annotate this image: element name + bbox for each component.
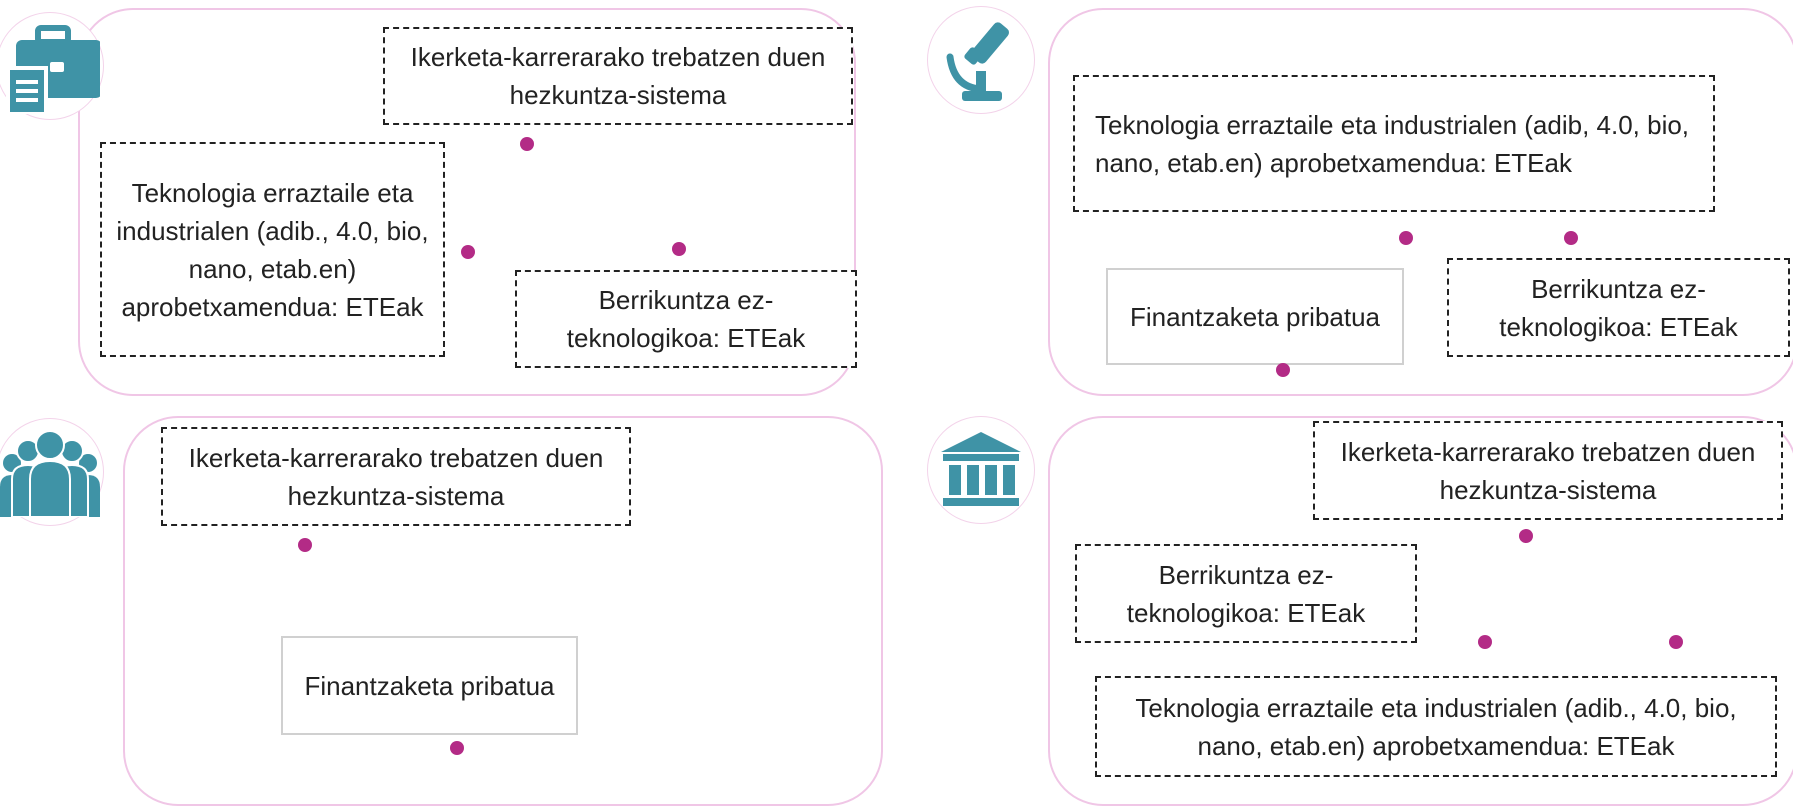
- research-private-funding-box: Finantzaketa pribatua: [1106, 268, 1404, 365]
- quadrant-government-icon-circle: [927, 416, 1035, 524]
- business-technology-box: Teknologia erraztaile eta industrialen (…: [100, 142, 445, 357]
- microscope-icon: [946, 22, 1009, 101]
- people-group-icon: [0, 430, 100, 517]
- research-innovation-box: Berrikuntza ez-teknologikoa: ETEak: [1447, 258, 1790, 357]
- quadrant-society-icon-circle: [0, 418, 104, 526]
- government-dot: [1519, 529, 1533, 543]
- research-technology-box: Teknologia erraztaile eta industrialen (…: [1073, 75, 1715, 212]
- briefcase-document-icon: [6, 25, 100, 114]
- business-dot: [461, 245, 475, 259]
- society-education-box: Ikerketa-karrerarako trebatzen duen hezk…: [161, 427, 631, 526]
- research-dot: [1564, 231, 1578, 245]
- business-dot: [672, 242, 686, 256]
- government-technology-box: Teknologia erraztaile eta industrialen (…: [1095, 676, 1777, 777]
- society-dot: [450, 741, 464, 755]
- government-dot: [1669, 635, 1683, 649]
- government-innovation-box: Berrikuntza ez-teknologikoa: ETEak: [1075, 544, 1417, 643]
- research-dot: [1399, 231, 1413, 245]
- government-dot: [1478, 635, 1492, 649]
- quadrant-research-icon-circle: [927, 6, 1035, 114]
- business-education-box: Ikerketa-karrerarako trebatzen duen hezk…: [383, 27, 853, 125]
- society-private-funding-box: Finantzaketa pribatua: [281, 636, 578, 735]
- society-dot: [298, 538, 312, 552]
- quadrant-business-icon-circle: [0, 12, 104, 120]
- government-building-icon: [941, 432, 1021, 506]
- government-education-box: Ikerketa-karrerarako trebatzen duen hezk…: [1313, 421, 1783, 520]
- quadrant-business-panel: [78, 8, 856, 396]
- business-innovation-box: Berrikuntza ez-teknologikoa: ETEak: [515, 270, 857, 368]
- business-dot: [520, 137, 534, 151]
- research-dot: [1276, 363, 1290, 377]
- quadrant-research-panel: [1048, 8, 1793, 396]
